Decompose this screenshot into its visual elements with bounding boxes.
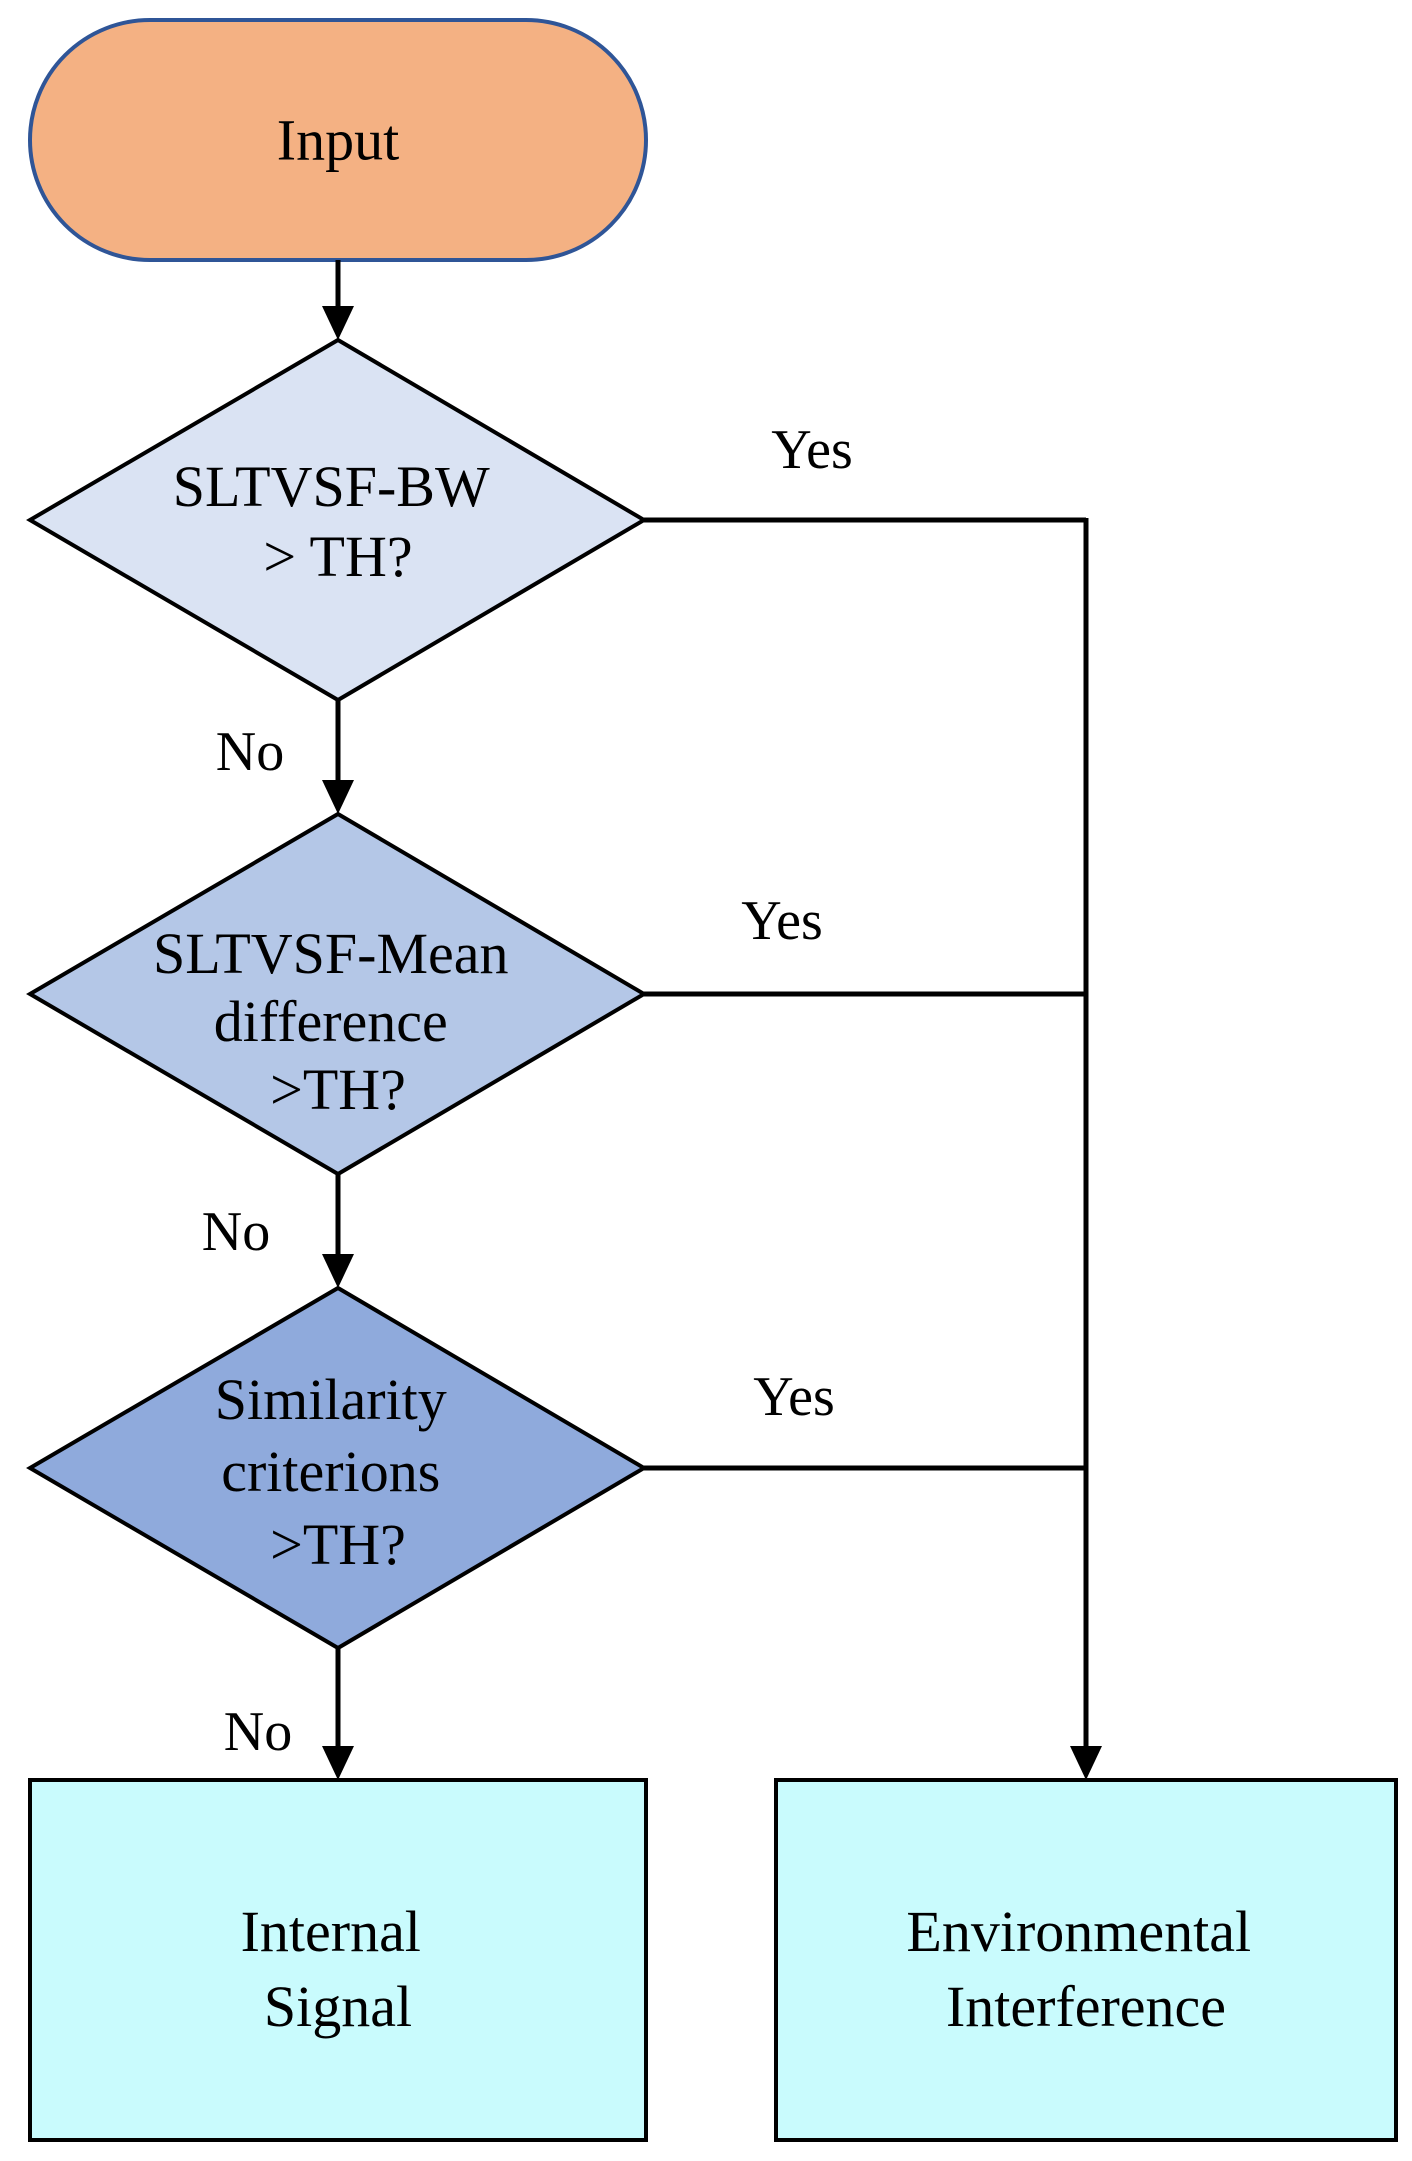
input-label: Input (277, 108, 399, 173)
internal-signal-label-line-2: Signal (264, 1974, 412, 2039)
decision-bw-shape (26, 337, 648, 703)
decision-mean: SLTVSF-Mean difference >TH? (26, 811, 648, 1177)
edge-label-bw-yes: Yes (771, 419, 852, 481)
environmental-interference-box (774, 1778, 1398, 2142)
main-flow-connectors (322, 260, 354, 1780)
decision-mean-shape (26, 811, 648, 1177)
internal-signal-label: Internal Signal (241, 1899, 436, 2039)
arrowhead-to-environmental (1070, 1746, 1102, 1780)
edge-label-similarity-yes: Yes (753, 1366, 834, 1428)
environmental-interference-label-line-1: Environmental (906, 1899, 1251, 1964)
decision-mean-label-line-1: SLTVSF-Mean (153, 921, 509, 986)
decision-similarity: Similarity criterions >TH? (26, 1285, 648, 1651)
edge-label-bw-no: No (216, 721, 284, 783)
decision-mean-label-line-2: difference (214, 989, 448, 1054)
decision-bw-label-line-2: > TH? (263, 524, 412, 589)
environmental-interference-label-line-2: Interference (946, 1974, 1226, 2039)
internal-signal-node: Internal Signal (28, 1778, 648, 2142)
edge-labels: Yes No Yes No Yes No (202, 419, 853, 1763)
decision-bw-label: SLTVSF-BW > TH? (173, 454, 503, 589)
arrowhead-input-to-bw (322, 306, 354, 340)
decision-similarity-label-line-2: criterions (221, 1439, 440, 1504)
arrowhead-similarity-to-internal (322, 1746, 354, 1780)
decision-mean-label-line-3: >TH? (270, 1057, 406, 1122)
internal-signal-label-line-1: Internal (241, 1899, 421, 1964)
environmental-interference-node: Environmental Interference (774, 1778, 1398, 2142)
decision-similarity-label-line-1: Similarity (215, 1367, 447, 1432)
edge-label-mean-no: No (202, 1201, 270, 1263)
arrowhead-mean-to-similarity (322, 1254, 354, 1288)
edge-label-similarity-no: No (224, 1701, 292, 1763)
decision-similarity-shape (26, 1285, 648, 1651)
input-terminal: Input (28, 18, 648, 262)
decision-similarity-label-line-3: >TH? (270, 1512, 406, 1577)
decision-bw-label-line-1: SLTVSF-BW (173, 454, 490, 519)
decision-bw: SLTVSF-BW > TH? (26, 337, 648, 703)
decision-mean-label: SLTVSF-Mean difference >TH? (153, 921, 523, 1122)
edge-label-mean-yes: Yes (741, 890, 822, 952)
decision-similarity-label: Similarity criterions >TH? (215, 1367, 462, 1577)
internal-signal-box (28, 1778, 648, 2142)
environmental-interference-label: Environmental Interference (906, 1899, 1265, 2039)
arrowhead-bw-to-mean (322, 780, 354, 814)
yes-branch-connectors (644, 517, 1102, 1780)
